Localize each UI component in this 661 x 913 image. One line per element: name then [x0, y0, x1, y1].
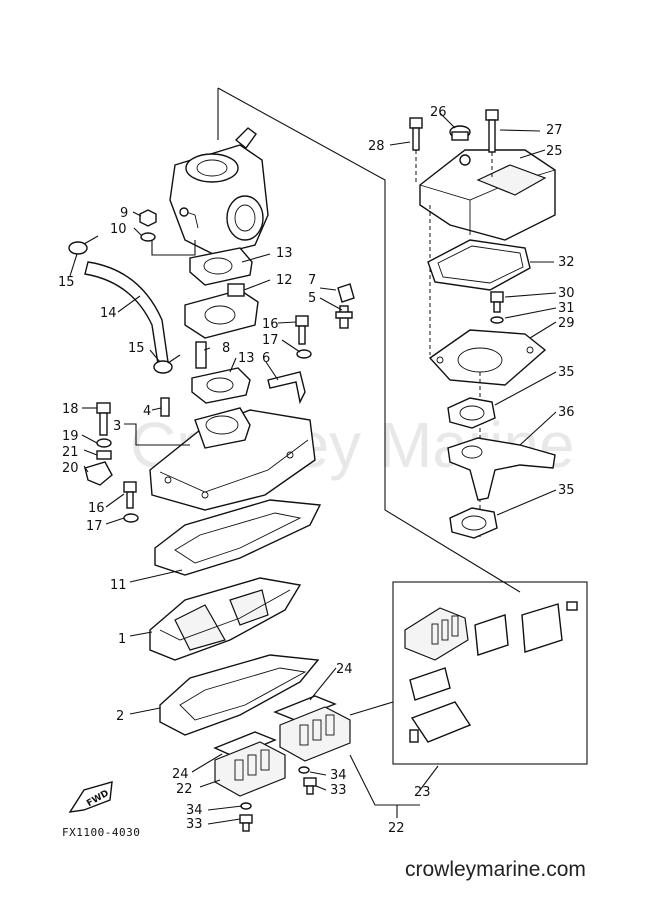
callout-35-lower: 35	[558, 483, 575, 498]
callout-15-upper: 15	[58, 275, 75, 290]
callout-12: 12	[276, 273, 293, 288]
plate-29	[428, 329, 547, 386]
callout-8: 8	[222, 341, 230, 356]
callout-2: 2	[116, 709, 124, 724]
screw-33-left	[239, 814, 253, 832]
callout-5: 5	[308, 291, 316, 306]
gasket-13-lower	[191, 367, 251, 404]
callout-28: 28	[368, 139, 385, 154]
callout-35-upper: 35	[558, 365, 575, 380]
callout-33-left: 33	[186, 817, 203, 832]
callout-3: 3	[113, 419, 121, 434]
callout-10: 10	[110, 222, 127, 237]
callout-32: 32	[558, 255, 575, 270]
gasket-24-left	[213, 731, 277, 758]
cover-25	[419, 149, 556, 241]
hose-clamp-15-upper	[68, 235, 99, 255]
washer-19	[96, 438, 112, 448]
callout-19: 19	[62, 429, 79, 444]
diagram-code: FX1100-4030	[62, 826, 141, 839]
callout-14: 14	[100, 306, 117, 321]
bolt-4	[160, 397, 170, 417]
carburetor	[169, 127, 269, 256]
intake-manifold-3	[149, 407, 316, 511]
callout-30: 30	[558, 286, 575, 301]
spacer-12	[184, 283, 259, 339]
fitting-5	[335, 305, 353, 329]
hose-14	[84, 261, 169, 365]
website-link[interactable]: crowleymarine.com	[405, 858, 586, 881]
callout-13-upper: 13	[276, 246, 293, 261]
reed-valve-22-left	[214, 741, 286, 797]
callout-16-lower: 16	[88, 501, 105, 516]
cap-7	[337, 283, 355, 303]
gasket-2	[159, 654, 320, 736]
callout-34-right: 34	[330, 768, 347, 783]
inset-box-23	[392, 581, 588, 765]
washer-10	[140, 232, 156, 242]
callout-25: 25	[546, 144, 563, 159]
callout-23: 23	[414, 785, 431, 800]
callout-27: 27	[546, 123, 563, 138]
bolt-28	[409, 117, 423, 151]
callout-labels: 1 2 3 4 5 6 7 8 9 10 11 12 13 13 14 15 1…	[58, 105, 575, 836]
bolt-16-upper	[295, 315, 309, 345]
bolt-16-lower	[123, 481, 137, 509]
washer-17-lower	[123, 513, 139, 523]
callout-31: 31	[558, 301, 575, 316]
callout-1: 1	[118, 632, 126, 647]
callout-11: 11	[110, 578, 127, 593]
washer-34-right	[298, 766, 310, 774]
gasket-35-lower	[449, 507, 498, 539]
cap-26	[449, 125, 471, 141]
bolt-30	[490, 291, 504, 313]
callout-6: 6	[262, 351, 270, 366]
gasket-24-right	[273, 695, 337, 721]
callout-24-right: 24	[336, 662, 353, 677]
nut-9	[139, 209, 157, 227]
callout-9: 9	[120, 206, 128, 221]
gasket-11	[154, 499, 322, 576]
gasket-35-upper	[447, 397, 496, 429]
screw-33-right	[303, 777, 317, 795]
callout-15-lower: 15	[128, 341, 145, 356]
callout-22-group: 22	[388, 821, 405, 836]
callout-36: 36	[558, 405, 575, 420]
bolt-18	[96, 402, 111, 436]
bracket-6	[267, 371, 306, 405]
callout-7: 7	[308, 273, 316, 288]
callout-18: 18	[62, 402, 79, 417]
reed-housing-1	[149, 577, 302, 661]
gasket-13-upper	[189, 247, 253, 286]
bolt-27	[485, 109, 499, 153]
callout-34-left: 34	[186, 803, 203, 818]
clip-20	[84, 461, 113, 486]
fwd-arrow	[68, 781, 113, 813]
callout-4: 4	[143, 404, 151, 419]
callout-17-lower: 17	[86, 519, 103, 534]
hose-clamp-15-lower	[153, 354, 181, 374]
nut-21	[96, 450, 112, 460]
stud-8	[195, 341, 207, 369]
bracket-36	[447, 437, 556, 501]
assembly-guide-lines	[217, 87, 521, 593]
leader-lines	[69, 112, 557, 825]
washer-17-upper	[296, 349, 312, 359]
callout-29: 29	[558, 316, 575, 331]
callout-21: 21	[62, 445, 79, 460]
washer-31	[490, 316, 504, 324]
callout-17-upper: 17	[262, 333, 279, 348]
callout-26: 26	[430, 105, 447, 120]
callout-24-left: 24	[172, 767, 189, 782]
callout-20: 20	[62, 461, 79, 476]
washer-34-left	[240, 802, 252, 810]
callout-33-right: 33	[330, 783, 347, 798]
gasket-32	[427, 239, 531, 291]
callout-16-upper: 16	[262, 317, 279, 332]
reed-valve-22-right	[279, 706, 351, 762]
callout-22-left: 22	[176, 782, 193, 797]
callout-13-lower: 13	[238, 351, 255, 366]
